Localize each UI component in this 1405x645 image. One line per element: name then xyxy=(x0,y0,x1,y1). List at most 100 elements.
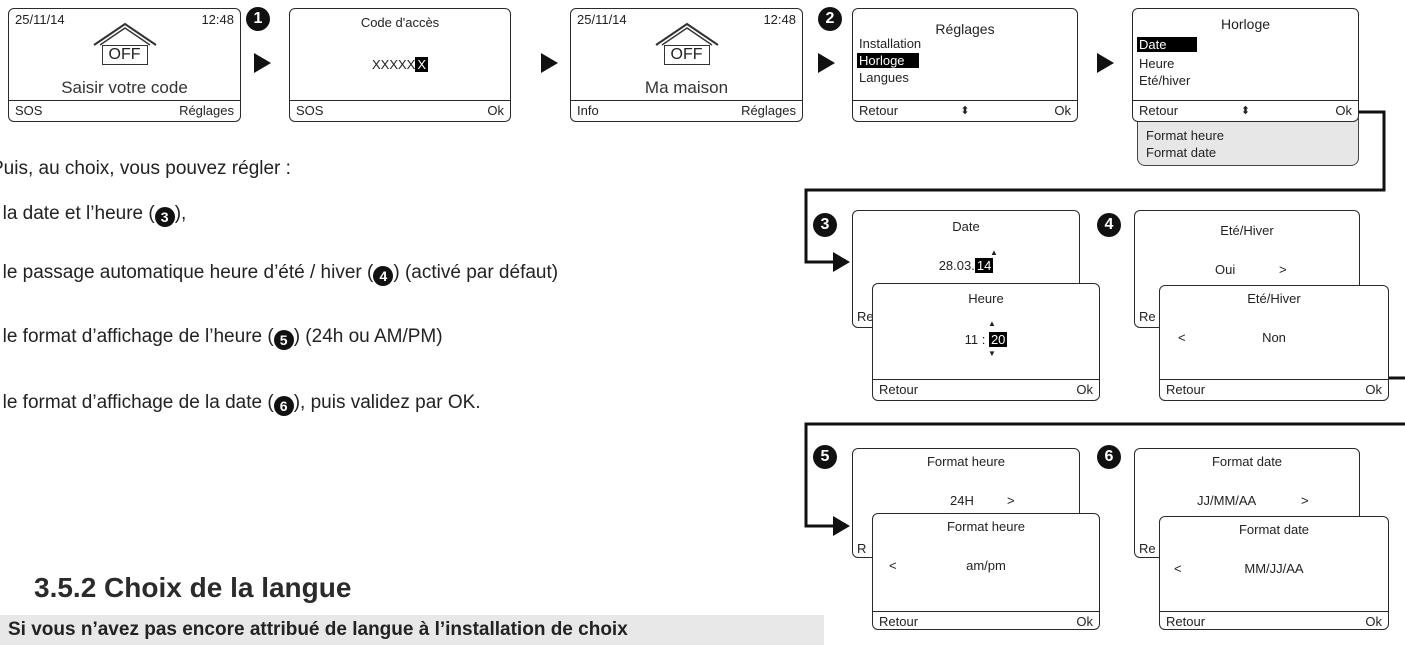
screen-title: Format heure xyxy=(946,519,1026,534)
reglages-softkey[interactable]: Réglages xyxy=(179,103,234,118)
sos-softkey[interactable]: SOS xyxy=(15,103,43,118)
time-field[interactable]: 11 : 20 xyxy=(964,332,1008,347)
next-arrow-icon[interactable]: > xyxy=(1301,493,1309,508)
screen-title: Horloge xyxy=(1220,16,1271,32)
option-value: 24H xyxy=(950,493,974,508)
house-icon xyxy=(90,19,160,54)
alarm-status: OFF xyxy=(663,45,710,65)
screen-time: 12:48 xyxy=(201,12,234,27)
screen-title: Format date xyxy=(1238,522,1310,537)
ok-softkey[interactable]: Ok xyxy=(1365,614,1382,629)
retour-softkey[interactable]: Retour xyxy=(879,382,919,397)
step-badge-2: 2 xyxy=(818,7,842,31)
screen-caption: Ma maison xyxy=(644,78,729,97)
retour-softkey[interactable]: Re xyxy=(857,309,874,324)
bullet-format-date: - le format d’affichage de la date (6), … xyxy=(0,392,481,416)
menu-item-horloge[interactable]: Horloge xyxy=(857,53,919,68)
retour-softkey[interactable]: Retour xyxy=(1139,103,1179,118)
sos-softkey[interactable]: SOS xyxy=(296,103,324,118)
prev-arrow-icon[interactable]: < xyxy=(889,558,897,573)
step-badge-1: 1 xyxy=(246,7,270,31)
triangle-right-icon xyxy=(833,252,850,272)
up-down-arrow-icon[interactable]: ⬍ xyxy=(960,105,970,117)
step-badge-4: 4 xyxy=(1097,213,1121,237)
reglages-softkey[interactable]: Réglages xyxy=(741,103,796,118)
date-field[interactable]: 28.03.14 xyxy=(938,258,994,273)
minute-selected: 20 xyxy=(988,332,1008,347)
screen-horloge-menu: Horloge Date Heure Eté/hiver Retour ⬍ Ok xyxy=(1132,8,1359,122)
option-value: JJ/MM/AA xyxy=(1197,493,1257,508)
menu-item-format-heure[interactable]: Format heure xyxy=(1146,128,1225,143)
screen-title: Eté/Hiver xyxy=(1220,223,1274,238)
menu-item-installation[interactable]: Installation xyxy=(859,36,922,51)
menu-item-langues[interactable]: Langues xyxy=(859,70,909,85)
ok-softkey[interactable]: Ok xyxy=(1076,614,1093,629)
horloge-more-items: Format heure Format date xyxy=(1137,118,1359,166)
triangle-right-icon xyxy=(1097,53,1114,73)
up-down-arrow-icon[interactable]: ⬍ xyxy=(1240,105,1251,117)
option-value: am/pm xyxy=(966,558,1006,573)
screen-ete-hiver: Eté/Hiver < Non Retour Ok xyxy=(1159,285,1389,401)
menu-item-ete-hiver[interactable]: Eté/hiver xyxy=(1139,73,1191,88)
screen-title: Format heure xyxy=(926,454,1006,469)
triangle-right-icon xyxy=(541,53,558,73)
retour-softkey[interactable]: Retour xyxy=(1166,382,1206,397)
bullet-date-heure: - la date et l’heure (3), xyxy=(0,203,187,227)
note-band: Si vous n’avez pas encore attribué de la… xyxy=(0,615,824,645)
screen-heure: Heure ▲ 11 : 20 ▼ Retour Ok xyxy=(872,283,1100,401)
up-arrow-icon[interactable]: ▲ xyxy=(990,248,998,257)
screen-title: Réglages xyxy=(935,21,995,37)
ok-softkey[interactable]: Ok xyxy=(1076,382,1093,397)
house-icon xyxy=(652,19,722,54)
screen-home: 25/11/14 12:48 OFF Ma maison Info Réglage… xyxy=(570,8,803,122)
triangle-right-icon xyxy=(818,53,835,73)
retour-softkey[interactable]: Retour xyxy=(1166,614,1206,629)
up-arrow-icon[interactable]: ▲ xyxy=(988,319,996,328)
triangle-right-icon xyxy=(254,53,271,73)
menu-item-date[interactable]: Date xyxy=(1137,37,1197,52)
bullet-format-heure: - le format d’affichage de l’heure (5) (… xyxy=(0,326,443,350)
info-softkey[interactable]: Info xyxy=(577,103,599,118)
note-text: Si vous n’avez pas encore attribué de la… xyxy=(8,619,628,640)
step-badge-3: 3 xyxy=(813,213,837,237)
retour-softkey[interactable]: Re xyxy=(1139,309,1156,324)
alarm-status: OFF xyxy=(101,45,148,65)
screen-title: Format date xyxy=(1211,454,1283,469)
retour-softkey[interactable]: Retour xyxy=(859,103,899,118)
screen-reglages-menu: Réglages Installation Horloge Langues Re… xyxy=(852,8,1078,122)
ok-softkey[interactable]: Ok xyxy=(487,103,504,118)
next-arrow-icon[interactable]: > xyxy=(1007,493,1015,508)
prev-arrow-icon[interactable]: < xyxy=(1174,561,1182,576)
menu-item-heure[interactable]: Heure xyxy=(1139,56,1175,71)
screen-title: Date xyxy=(952,219,980,234)
screen-title: Eté/Hiver xyxy=(1247,291,1301,306)
option-value: MM/JJ/AA xyxy=(1244,561,1304,576)
screen-title: Heure xyxy=(968,291,1004,306)
menu-item-format-date[interactable]: Format date xyxy=(1146,145,1217,160)
prev-arrow-icon[interactable]: < xyxy=(1178,330,1186,345)
screen-date: 25/11/14 xyxy=(577,12,627,27)
code-cursor: X xyxy=(415,57,429,72)
ok-softkey[interactable]: Ok xyxy=(1054,103,1071,118)
ok-softkey[interactable]: Ok xyxy=(1335,103,1352,118)
screen-time: 12:48 xyxy=(763,12,796,27)
date-year-selected: 14 xyxy=(974,258,994,273)
retour-softkey[interactable]: R xyxy=(857,541,867,556)
next-arrow-icon[interactable]: > xyxy=(1279,262,1287,277)
bullet-ete-hiver: - le passage automatique heure d’été / h… xyxy=(0,262,559,286)
screen-format-date: Format date < MM/JJ/AA Retour Ok xyxy=(1159,516,1389,630)
option-value: Oui xyxy=(1215,262,1236,277)
step-badge-5: 5 xyxy=(813,445,837,469)
option-value: Non xyxy=(1262,330,1286,345)
triangle-right-icon xyxy=(833,516,850,536)
retour-softkey[interactable]: Re xyxy=(1139,541,1156,556)
section-heading: 3.5.2 Choix de la langue xyxy=(34,572,352,603)
screen-idle-off: 25/11/14 12:48 OFF Saisir votre code SOS… xyxy=(8,8,241,122)
down-arrow-icon[interactable]: ▼ xyxy=(988,349,996,358)
retour-softkey[interactable]: Retour xyxy=(879,614,919,629)
screen-format-heure: Format heure < am/pm Retour Ok xyxy=(872,513,1100,630)
ok-softkey[interactable]: Ok xyxy=(1365,382,1382,397)
screen-date: 25/11/14 xyxy=(15,12,65,27)
